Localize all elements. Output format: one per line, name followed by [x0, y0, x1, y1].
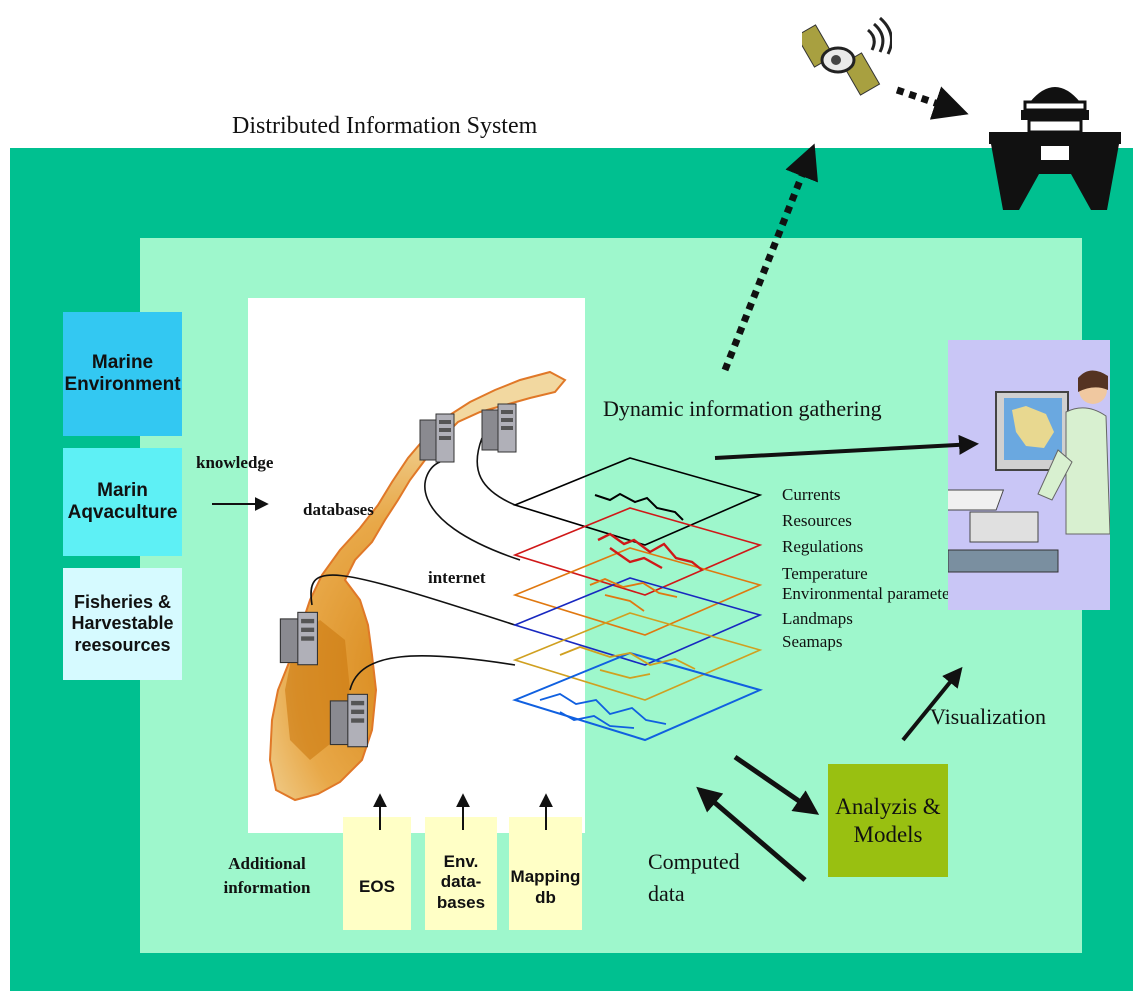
layer-item: Landmaps	[782, 609, 853, 628]
diagram-title: Distributed Information System	[232, 113, 538, 139]
server-icon	[279, 611, 318, 666]
internet-label: internet	[428, 568, 486, 587]
person-computer-icon	[948, 370, 1110, 573]
computed-arrow	[696, 786, 807, 882]
databases-label: databases	[303, 500, 374, 519]
server-icon	[329, 693, 368, 748]
marine-environment-box: Marine Environment	[63, 312, 182, 436]
gathering-arrow	[714, 434, 979, 460]
layer-maps	[512, 651, 763, 742]
layer-regulations	[512, 547, 763, 636]
computed-data-label: Computed data	[648, 849, 740, 906]
mapping-db-box: Mapping db	[509, 817, 582, 930]
layer-list: Currents Resources Regulations Temperatu…	[782, 482, 962, 652]
layer-item: Seamaps	[782, 632, 843, 651]
layer-item: Regulations	[782, 537, 864, 556]
eos-box: EOS	[343, 817, 411, 930]
layer-item: Currents	[782, 485, 841, 504]
to-analysis-arrow	[733, 754, 820, 815]
dynamic-gathering-label: Dynamic information gathering	[603, 396, 882, 421]
server-icon	[481, 403, 517, 453]
satellite-icon	[802, 16, 892, 96]
ship-icon	[989, 87, 1121, 210]
visualization-arrow	[901, 666, 963, 742]
layer-item: Environmental parameters	[782, 584, 962, 603]
env-databases-box: Env. data- bases	[425, 817, 497, 930]
marin-aqvaculture-box: Marin Aqvaculture	[63, 448, 182, 556]
layer-resources	[512, 507, 763, 596]
satellite-ship-arrow	[895, 86, 969, 120]
layer-currents	[512, 457, 763, 546]
layer-item: Resources	[782, 511, 852, 530]
fisheries-box: Fisheries & Harvestable reesources	[63, 568, 182, 680]
analyzis-models-box: Analyzis & Models	[828, 764, 948, 877]
server-icon	[419, 413, 455, 463]
additional-information-label: Additional information	[223, 854, 311, 897]
uplink-arrow	[721, 143, 818, 372]
layer-environmental	[512, 612, 763, 701]
layer-temperature	[512, 577, 763, 666]
visualization-label: Visualization	[930, 704, 1046, 729]
layer-item: Temperature	[782, 564, 868, 583]
knowledge-label: knowledge	[196, 453, 274, 472]
